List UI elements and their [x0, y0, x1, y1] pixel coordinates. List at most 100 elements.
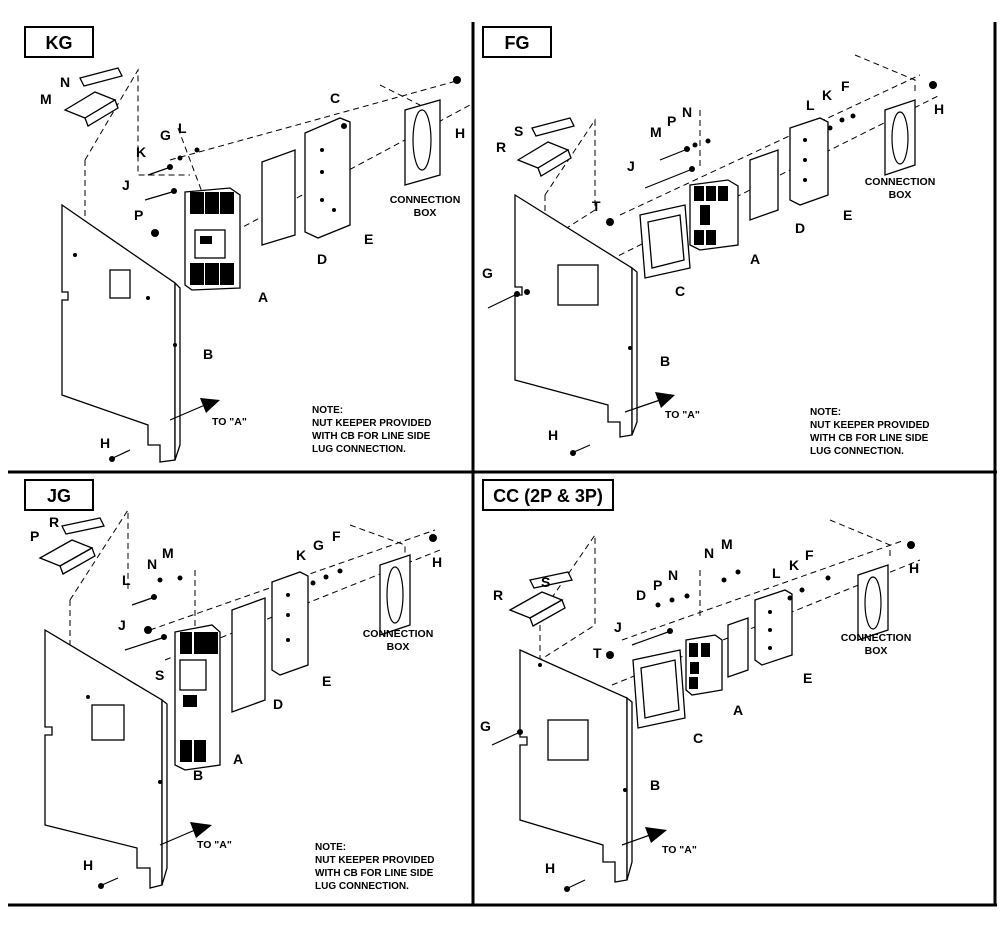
label-e-jg: E [322, 673, 331, 689]
label-p-kg: P [134, 207, 143, 223]
connection-box-cc: CONNECTION BOX [829, 519, 912, 657]
panel-title-fg: FG [505, 33, 530, 53]
panel-title-jg: JG [47, 486, 71, 506]
label-k-jg: K [296, 547, 306, 563]
label-g-cc: G [480, 718, 491, 734]
panel-title-kg: KG [46, 33, 73, 53]
plate-e-jg [271, 571, 309, 676]
label-f-jg: F [332, 528, 341, 544]
note-jg: NOTE: NUT KEEPER PROVIDED WITH CB FOR LI… [315, 842, 434, 892]
bracket-pr-jg [38, 517, 105, 575]
label-l-jg: L [122, 572, 131, 588]
label-e-cc: E [803, 670, 812, 686]
label-p-fg: P [667, 113, 676, 129]
to-a-label-jg: TO "A" [197, 839, 232, 851]
note-kg: NOTE: NUT KEEPER PROVIDED WITH CB FOR LI… [312, 405, 431, 455]
cover-panel-kg [61, 203, 181, 463]
screws-fg [487, 81, 937, 456]
label-p-cc: P [653, 577, 662, 593]
arrow-to-a-cc: TO "A" [621, 827, 697, 856]
label-c-kg: C [330, 90, 340, 106]
label-f-cc: F [805, 547, 814, 563]
screws-cc [491, 541, 915, 892]
screws-kg [109, 76, 461, 462]
plate-e-kg [304, 117, 351, 239]
note-fg: NOTE: NUT KEEPER PROVIDED WITH CB FOR LI… [810, 407, 929, 457]
label-d-jg: D [273, 696, 283, 712]
note-kg-3: WITH CB FOR LINE SIDE [312, 431, 431, 442]
label-n-kg: N [60, 74, 70, 90]
label-h1-cc: H [909, 560, 919, 576]
label-s-fg: S [514, 123, 523, 139]
panel-kg: KG [24, 26, 471, 463]
label-j-cc: J [614, 619, 622, 635]
label-d-fg: D [795, 220, 805, 236]
plate-d-jg [231, 597, 266, 713]
connection-label-cc-1: CONNECTION [841, 632, 912, 644]
label-b-jg: B [193, 767, 203, 783]
connection-box-fg: CONNECTION BOX [854, 54, 936, 201]
arrow-to-a-jg: TO "A" [159, 822, 232, 851]
title-box-fg [482, 26, 552, 58]
label-h1-jg: H [432, 554, 442, 570]
note-fg-2: NUT KEEPER PROVIDED [810, 420, 929, 431]
title-box-jg [24, 479, 94, 511]
label-b-cc: B [650, 777, 660, 793]
plate-d-kg [261, 149, 296, 246]
breaker-a-jg [174, 624, 221, 771]
title-box-kg [24, 26, 94, 58]
label-a-jg: A [233, 751, 243, 767]
label-a-cc: A [733, 702, 743, 718]
label-l-fg: L [806, 97, 815, 113]
cover-panel-cc [519, 648, 633, 883]
note-fg-3: WITH CB FOR LINE SIDE [810, 433, 929, 444]
label-s-jg: S [155, 667, 164, 683]
label-m-cc: M [721, 536, 733, 552]
label-a-fg: A [750, 251, 760, 267]
label-t-cc: T [593, 645, 602, 661]
label-r-fg: R [496, 139, 506, 155]
frame-c-fg [639, 204, 691, 279]
label-p-jg: P [30, 528, 39, 544]
label-k-cc: K [789, 557, 799, 573]
label-g-fg: G [482, 265, 493, 281]
label-c-fg: C [675, 283, 685, 299]
connection-box-kg: CONNECTION BOX [379, 84, 461, 219]
note-jg-1: NOTE: [315, 842, 346, 853]
connection-label-cc-2: BOX [865, 645, 888, 657]
plate-e-cc [754, 589, 793, 666]
label-f-fg: F [841, 78, 850, 94]
label-b-fg: B [660, 353, 670, 369]
panel-fg: FG [482, 26, 944, 457]
note-kg-1: NOTE: [312, 405, 343, 416]
label-k-fg: K [822, 87, 832, 103]
title-box-cc [482, 479, 614, 511]
bracket-rs-cc [508, 571, 573, 627]
note-fg-1: NOTE: [810, 407, 841, 418]
label-d-cc: D [636, 587, 646, 603]
label-e-fg: E [843, 207, 852, 223]
label-t-fg: T [592, 198, 601, 214]
label-j-jg: J [118, 617, 126, 633]
connection-label-jg-1: CONNECTION [363, 628, 434, 640]
panel-jg: JG [24, 479, 442, 892]
connection-label-kg-1: CONNECTION [390, 194, 461, 206]
breaker-a-cc [685, 634, 723, 696]
note-kg-4: LUG CONNECTION. [312, 444, 406, 455]
label-h2-fg: H [548, 427, 558, 443]
connection-label-fg-1: CONNECTION [865, 176, 936, 188]
connection-box-jg: CONNECTION BOX [349, 524, 434, 653]
plate-d-cc [727, 617, 749, 678]
label-s-cc: S [541, 574, 550, 590]
note-jg-2: NUT KEEPER PROVIDED [315, 855, 434, 866]
note-fg-4: LUG CONNECTION. [810, 446, 904, 457]
label-h2-jg: H [83, 857, 93, 873]
arrow-to-a-fg: TO "A" [624, 392, 700, 421]
plate-d-fg [749, 149, 779, 221]
label-j-kg: J [122, 177, 130, 193]
arrow-to-a-kg: TO "A" [169, 398, 247, 428]
label-e-kg: E [364, 231, 373, 247]
connection-label-fg-2: BOX [889, 189, 912, 201]
label-g-jg: G [313, 537, 324, 553]
